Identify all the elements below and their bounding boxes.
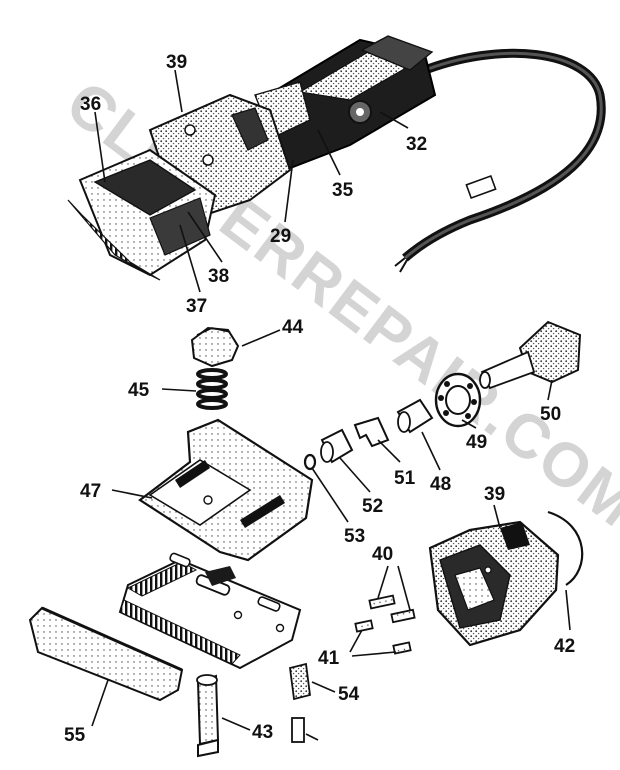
part-label-40: 40 xyxy=(372,544,393,565)
part-label-51: 51 xyxy=(394,468,416,489)
part-label-39-top: 39 xyxy=(166,52,187,73)
part-label-49: 49 xyxy=(466,432,487,453)
part-label-36: 36 xyxy=(80,94,101,115)
head-housing xyxy=(428,504,584,647)
part-label-50: 50 xyxy=(540,404,561,425)
part-label-48: 48 xyxy=(430,474,451,495)
part-label-37: 37 xyxy=(186,296,207,317)
part-label-55: 55 xyxy=(64,725,86,746)
part-label-45: 45 xyxy=(128,380,150,401)
blade-assembly xyxy=(118,552,302,670)
part-label-43: 43 xyxy=(252,722,273,743)
part-labels: 36 39 32 35 29 38 37 44 45 50 49 48 51 5… xyxy=(64,52,575,746)
drive-train xyxy=(303,320,582,523)
clipper-assembly xyxy=(67,35,606,293)
tension-assembly xyxy=(161,326,281,410)
part-label-38: 38 xyxy=(208,266,229,287)
part-label-52: 52 xyxy=(362,496,383,517)
part-label-54: 54 xyxy=(338,684,360,705)
part-label-41: 41 xyxy=(318,648,340,669)
part-label-44: 44 xyxy=(282,317,304,338)
part-label-32: 32 xyxy=(406,134,427,155)
screws xyxy=(196,565,416,758)
part-label-42: 42 xyxy=(554,636,575,657)
part-label-35: 35 xyxy=(332,180,354,201)
blade-guide-plate xyxy=(111,418,314,562)
part-label-47: 47 xyxy=(80,481,101,502)
part-label-29: 29 xyxy=(270,226,291,247)
part-label-53: 53 xyxy=(344,526,365,547)
part-label-39-bottom: 39 xyxy=(484,484,505,505)
blade-cover xyxy=(28,606,184,727)
